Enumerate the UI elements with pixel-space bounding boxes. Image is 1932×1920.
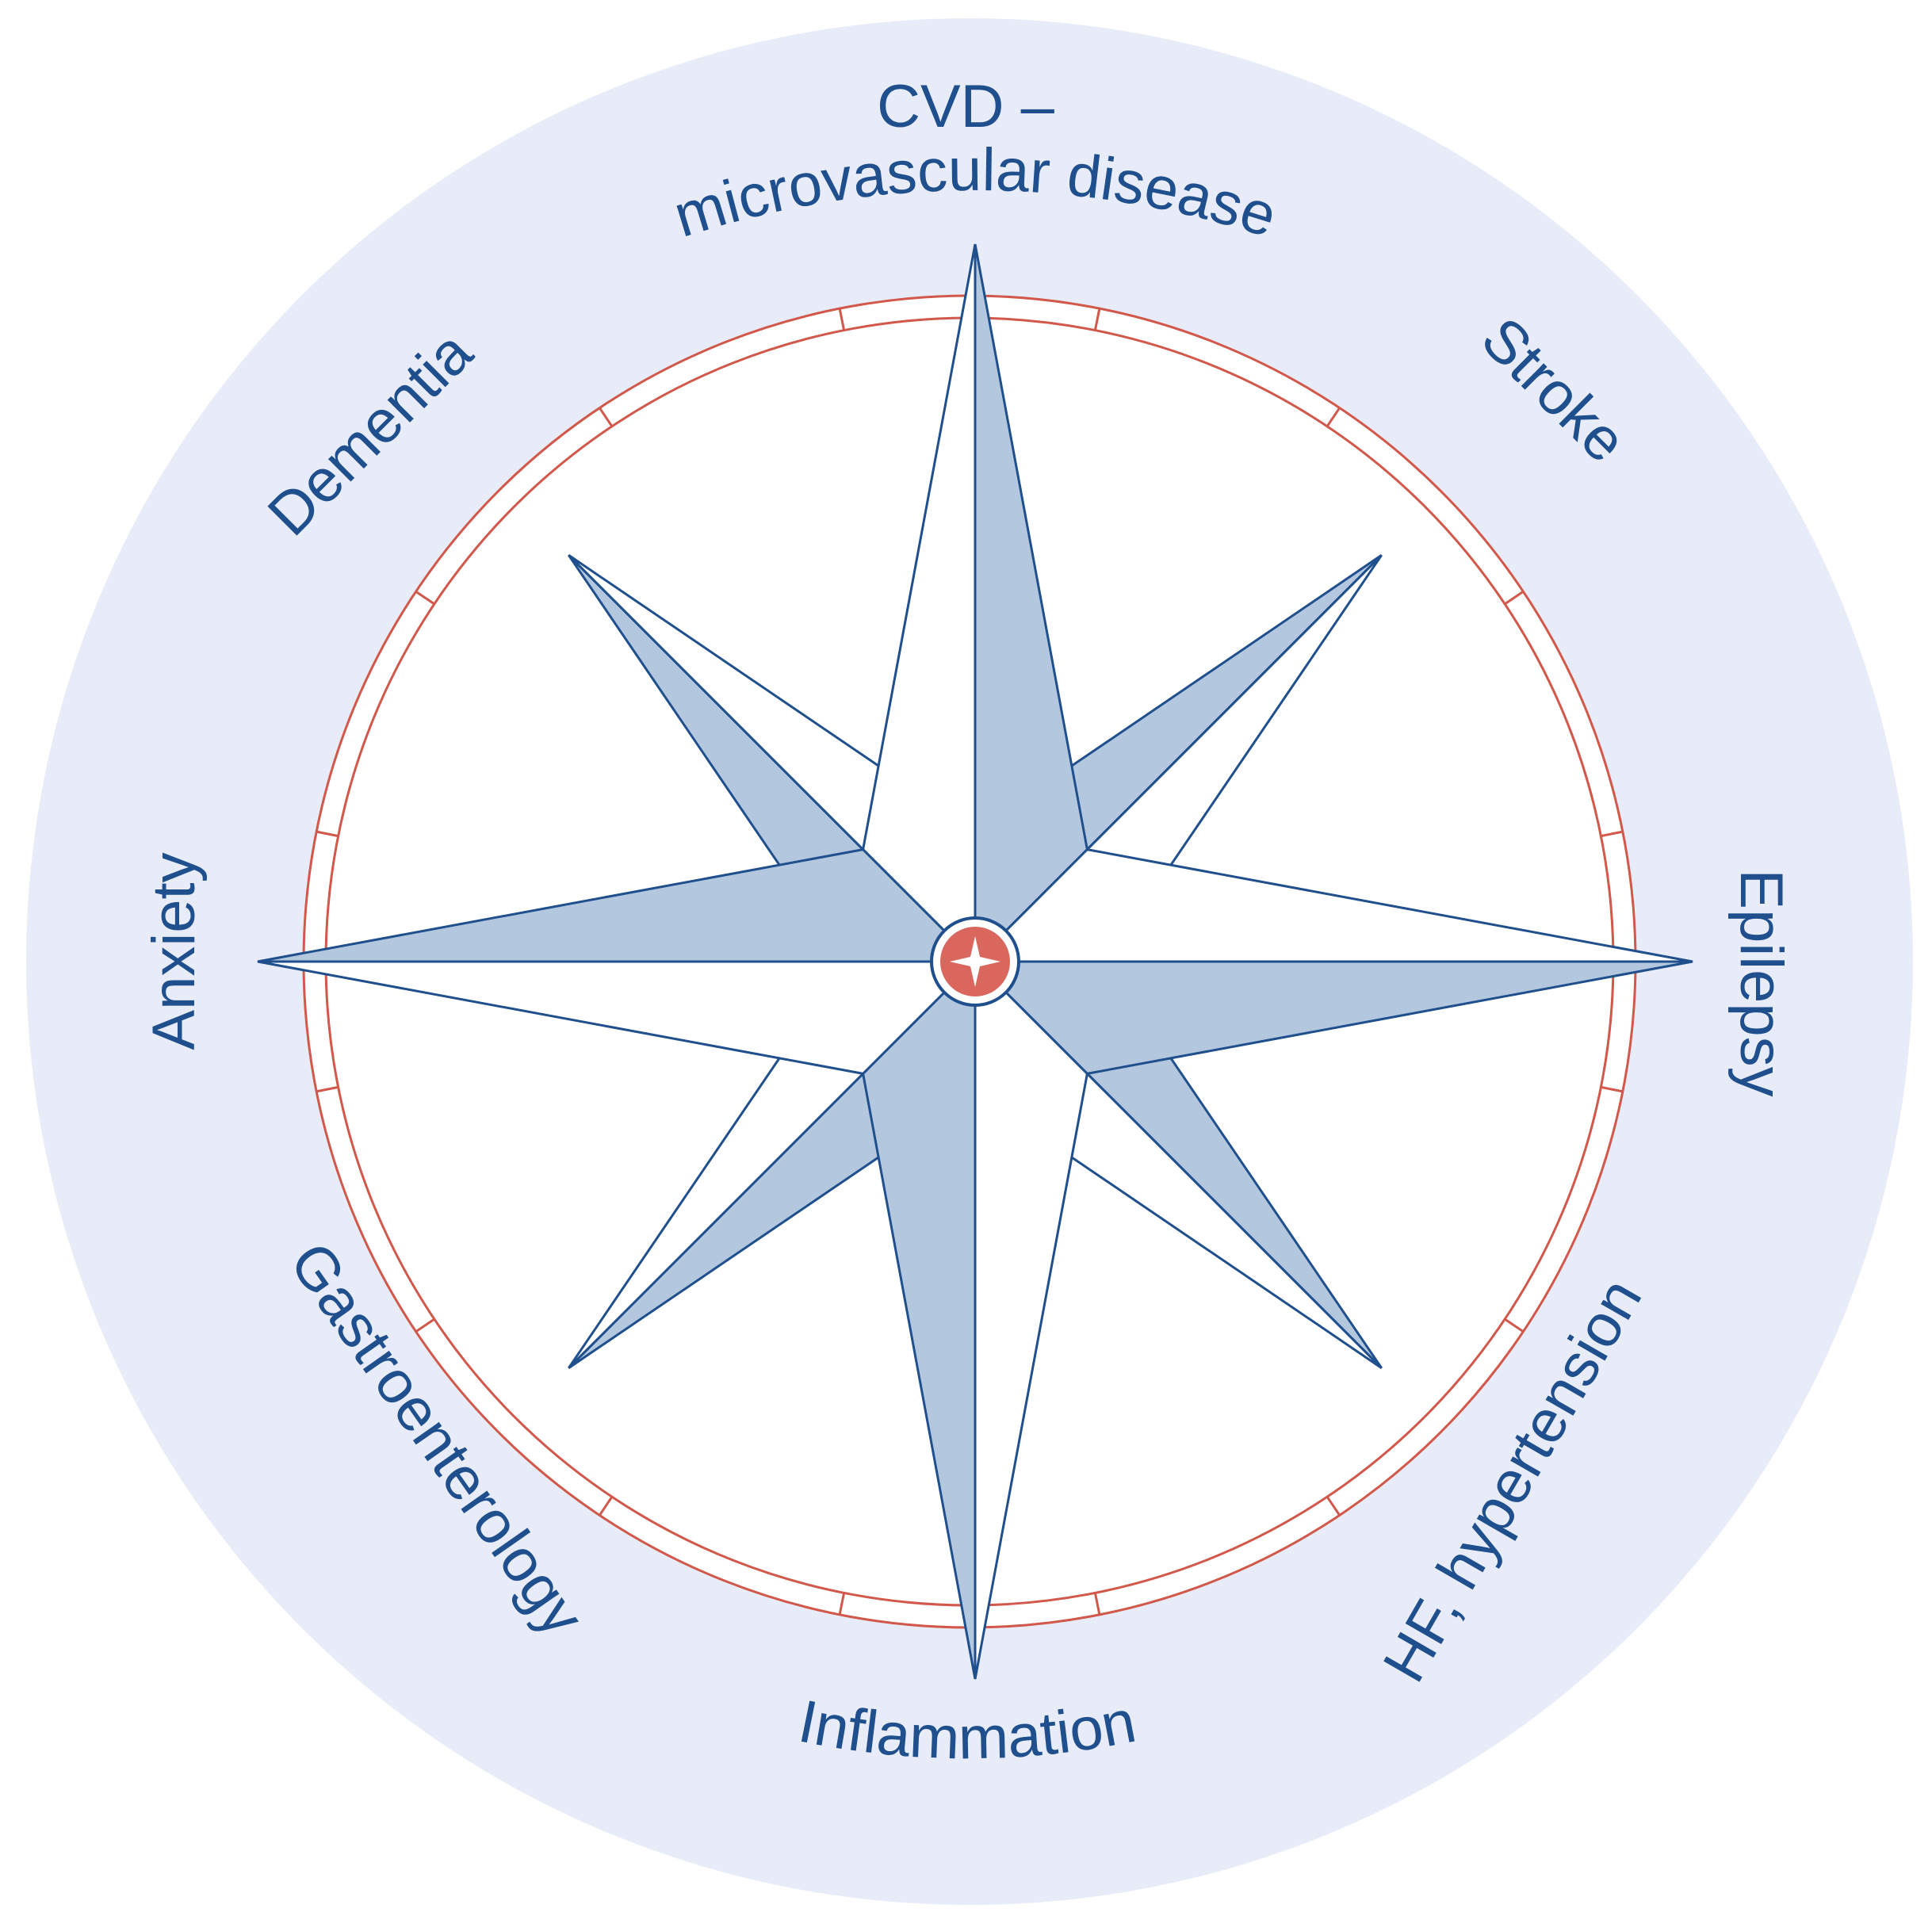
- ring-tick: [316, 1085, 339, 1093]
- ring-tick: [1326, 407, 1341, 427]
- ring-tick: [838, 1593, 846, 1616]
- main-point-shaded-3: [257, 847, 978, 963]
- ring-tick: [1601, 1085, 1624, 1093]
- ring-tick: [599, 407, 614, 427]
- center-star-icon: [950, 936, 1000, 987]
- ring-tick: [1504, 1318, 1525, 1333]
- label-cvd-line1: CVD –: [877, 73, 1055, 140]
- ring-tick: [1093, 1593, 1101, 1616]
- ring-tick: [415, 1318, 435, 1333]
- ring-ticks: [316, 308, 1624, 1616]
- ring-tick: [415, 591, 435, 606]
- ring-tick: [1504, 591, 1525, 606]
- ring-tick: [1601, 830, 1624, 838]
- ring-tick: [1093, 308, 1101, 331]
- ring-tick: [599, 1496, 614, 1516]
- ring-tick: [316, 830, 339, 838]
- ring-tick: [1326, 1496, 1341, 1516]
- label-anxiety: Anxiety: [140, 852, 208, 1050]
- compass-rose: [257, 243, 1693, 1680]
- ring-tick: [838, 308, 846, 331]
- label-epilepsy: Epilepsy: [1727, 869, 1795, 1096]
